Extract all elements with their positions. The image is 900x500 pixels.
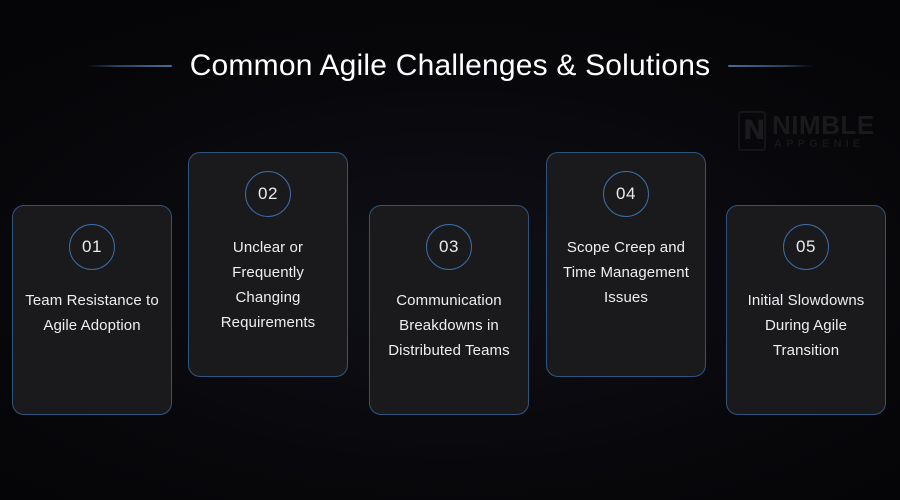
card-number-badge: 01: [69, 224, 115, 270]
card-title: Initial Slowdowns During Agile Transitio…: [747, 292, 865, 359]
card-number-badge: 03: [426, 224, 472, 270]
challenge-card-01[interactable]: 01 Team Resistance to Agile Adoption: [12, 205, 172, 415]
card-number-badge: 04: [603, 171, 649, 217]
card-number-badge: 05: [783, 224, 829, 270]
title-rule-right-decoration: [728, 65, 815, 67]
card-title: Unclear or Frequently Changing Requireme…: [220, 239, 316, 331]
card-number-badge: 02: [245, 171, 291, 217]
challenge-card-02[interactable]: 02 Unclear or Frequently Changing Requir…: [188, 152, 348, 377]
header: Common Agile Challenges & Solutions: [0, 38, 900, 94]
challenge-card-04[interactable]: 04 Scope Creep and Time Management Issue…: [546, 152, 706, 377]
card-title: Team Resistance to Agile Adoption: [25, 292, 159, 334]
challenge-card-05[interactable]: 05 Initial Slowdowns During Agile Transi…: [726, 205, 886, 415]
card-title: Communication Breakdowns in Distributed …: [388, 292, 510, 359]
challenge-card-03[interactable]: 03 Communication Breakdowns in Distribut…: [369, 205, 529, 415]
card-title: Scope Creep and Time Management Issues: [563, 239, 689, 306]
page-title: Common Agile Challenges & Solutions: [189, 49, 711, 82]
title-rule-left-decoration: [85, 65, 172, 67]
